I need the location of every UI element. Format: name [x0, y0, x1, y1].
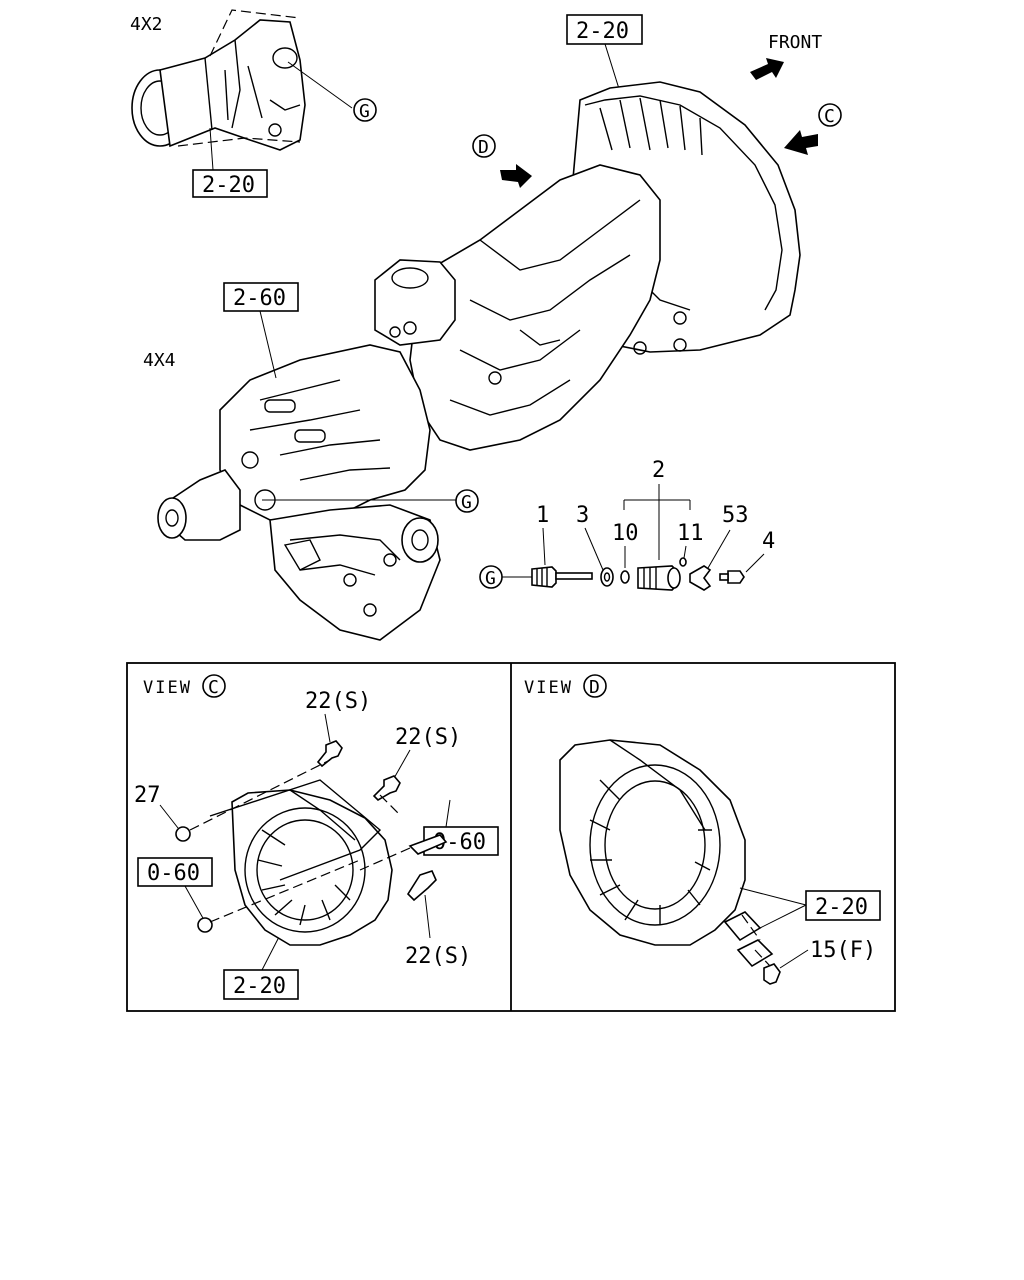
- rear-housing-4x2-drawing: [131, 9, 353, 151]
- part-2-bracket: [623, 484, 691, 560]
- svg-text:2-20: 2-20: [202, 173, 255, 198]
- view-c-arrow: [784, 130, 818, 155]
- part-number-53: 53: [722, 503, 749, 528]
- callout-g-4x4: G: [455, 489, 479, 513]
- svg-text:G: G: [359, 101, 370, 122]
- svg-text:2-20: 2-20: [233, 974, 286, 999]
- svg-text:C: C: [824, 106, 835, 127]
- front-arrow: [750, 58, 784, 80]
- bell-housing-view-c-drawing: [175, 740, 448, 946]
- callout-d-main: D: [472, 134, 496, 158]
- ref-box-2-60: 2-60: [223, 282, 299, 312]
- part-number-4: 4: [762, 529, 775, 554]
- view-c-part-27: 27: [134, 783, 161, 808]
- ref-box-2-20-view-c: 2-20: [223, 969, 299, 1000]
- part-number-1: 1: [536, 503, 549, 528]
- view-c-panel: VIEW C 22(S) 22(S) 27 0-60 0-60 22(S) 2-…: [134, 674, 499, 1000]
- label-4x2: 4X2: [130, 14, 163, 35]
- svg-text:2-20: 2-20: [576, 19, 629, 44]
- view-c-part-22s-right: 22(S): [395, 725, 461, 750]
- ref-box-2-20-main: 2-20: [566, 14, 643, 45]
- ref-box-0-60-left: 0-60: [137, 857, 213, 887]
- label-4x4: 4X4: [143, 350, 176, 371]
- view-c-callout: C: [208, 677, 219, 698]
- part-number-10: 10: [612, 521, 639, 546]
- view-c-label: VIEW: [143, 678, 192, 698]
- view-d-callout: D: [589, 677, 600, 698]
- ref-box-2-20-4x2: 2-20: [192, 169, 268, 198]
- part-number-11: 11: [677, 521, 704, 546]
- ref-box-2-20-view-d: 2-20: [805, 890, 881, 921]
- ref-box-0-60-right: 0-60: [423, 826, 499, 856]
- svg-text:G: G: [485, 568, 496, 589]
- svg-text:2-60: 2-60: [233, 286, 286, 311]
- svg-text:2-20: 2-20: [815, 895, 868, 920]
- label-front: FRONT: [768, 32, 822, 53]
- view-d-part-15f: 15(F): [810, 938, 876, 963]
- view-d-arrow: [500, 164, 532, 188]
- callout-c-main: C: [818, 103, 842, 127]
- svg-text:2: 2: [652, 458, 665, 483]
- part-number-2: 2: [652, 458, 665, 483]
- bell-housing-view-d-drawing: [559, 739, 781, 985]
- callout-g-parts: G: [479, 565, 503, 589]
- svg-text:G: G: [461, 492, 472, 513]
- transmission-assembly-drawing: [157, 81, 801, 641]
- view-c-part-22s-top: 22(S): [305, 689, 371, 714]
- speedometer-parts-drawing: [531, 557, 745, 591]
- svg-text:0-60: 0-60: [147, 861, 200, 886]
- callout-g-4x2: G: [353, 98, 377, 122]
- view-d-label: VIEW: [524, 678, 573, 698]
- svg-text:D: D: [478, 137, 489, 158]
- view-d-panel: VIEW D 2-20 15(F): [524, 674, 881, 985]
- part-number-3: 3: [576, 503, 589, 528]
- view-c-part-22s-bottom: 22(S): [405, 944, 471, 969]
